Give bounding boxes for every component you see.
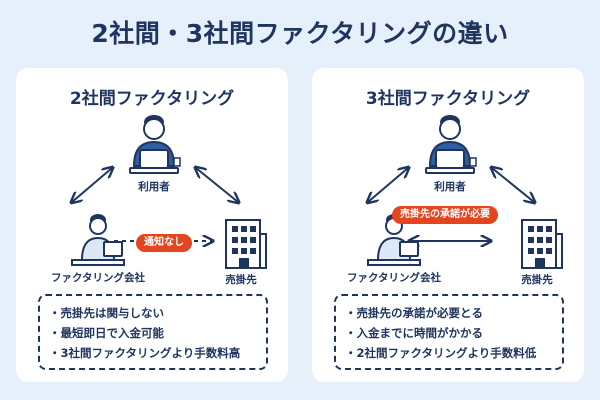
feature-item: 売掛先は関与しない	[49, 303, 266, 323]
feature-item: 3社間ファクタリングより手数料高	[49, 343, 266, 363]
seller-label: 売掛先	[521, 274, 553, 286]
panel-title: 2社間ファクタリング	[69, 89, 235, 109]
factoring-company-label: ファクタリング会社	[346, 272, 442, 284]
user-label: 利用者	[434, 181, 466, 193]
page-title: 2社間・3社間ファクタリングの違い	[91, 19, 509, 48]
features-box: 売掛先の承諾が必要とる 入金までに時間がかかる 2社間ファクタリングより手数料低	[334, 294, 564, 370]
factoring-company-icon	[367, 214, 421, 266]
notification-badge: 通知なし	[136, 234, 192, 252]
user-with-laptop-icon	[129, 115, 181, 174]
panel-two-party: 2社間ファクタリング 利用者 ファクタリング会社 通知なし	[16, 68, 288, 382]
consent-badge: 売掛先の承諾が必要	[392, 206, 498, 224]
factoring-company-label: ファクタリング会社	[50, 272, 146, 284]
user-label: 利用者	[138, 181, 170, 193]
building-icon	[521, 219, 563, 269]
feature-item: 最短即日で入金可能	[49, 323, 266, 343]
user-with-laptop-icon	[425, 115, 477, 174]
factoring-company-icon	[71, 214, 125, 266]
feature-item: 入金までに時間がかかる	[345, 323, 562, 343]
building-icon	[225, 219, 267, 269]
panel-title: 3社間ファクタリング	[365, 89, 531, 109]
seller-label: 売掛先	[225, 274, 257, 286]
feature-item: 2社間ファクタリングより手数料低	[345, 343, 562, 363]
feature-item: 売掛先の承諾が必要とる	[345, 303, 562, 323]
panel-three-party: 3社間ファクタリング 利用者 ファクタリング会社 売掛先の承諾が必要	[312, 68, 584, 382]
relationship-arrows	[312, 68, 584, 298]
features-box: 売掛先は関与しない 最短即日で入金可能 3社間ファクタリングより手数料高	[38, 294, 268, 370]
